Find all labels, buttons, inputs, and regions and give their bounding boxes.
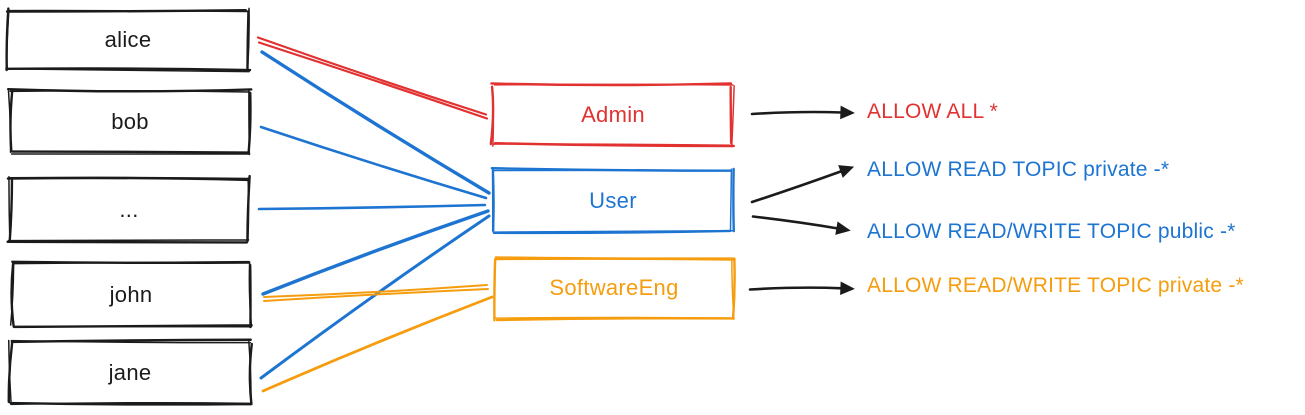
user-label: jane <box>108 359 152 385</box>
user-box-john: john <box>12 263 250 326</box>
sketch-stroke <box>256 36 488 116</box>
sketch-stroke <box>491 83 735 148</box>
sketch-stroke <box>259 214 491 380</box>
sketch-stroke <box>493 256 736 320</box>
permission-text-allow-all: ALLOW ALL * <box>867 100 998 123</box>
sketch-stroke <box>492 167 733 234</box>
sketch-stroke <box>263 288 489 302</box>
user-label: john <box>109 281 153 307</box>
user-box-alice: alice <box>8 10 248 70</box>
sketch-stroke <box>7 176 250 243</box>
sketch-stroke <box>5 7 250 73</box>
sketch-stroke <box>263 284 488 298</box>
sketch-stroke <box>257 41 489 120</box>
user-box-jane: jane <box>10 342 250 403</box>
role-label: User <box>589 188 637 213</box>
arrow <box>750 165 855 204</box>
sketch-stroke <box>261 209 490 296</box>
user-box-bob: bob <box>10 91 250 153</box>
sketch-stroke <box>7 339 252 406</box>
sketch-stroke <box>259 125 488 200</box>
role-box-softwareeng: SoftwareEng <box>495 258 733 318</box>
user-box-ellipsis: ... <box>10 178 248 241</box>
permission-text-read-private: ALLOW READ TOPIC private -* <box>867 158 1170 181</box>
user-label: ... <box>119 196 139 222</box>
sketch-stroke <box>7 89 251 156</box>
sketch-stroke <box>257 203 487 211</box>
arrow <box>751 215 851 235</box>
permission-text-readwrite-private: ALLOW READ/WRITE TOPIC private -* <box>867 274 1244 297</box>
arrow <box>750 105 855 120</box>
role-label: Admin <box>581 102 645 127</box>
role-label: SoftwareEng <box>549 275 679 300</box>
role-box-admin: Admin <box>493 85 733 145</box>
user-label: bob <box>111 109 149 134</box>
sketch-stroke <box>260 50 491 195</box>
sketch-stroke <box>261 295 494 393</box>
permission-text-readwrite-public: ALLOW READ/WRITE TOPIC public -* <box>867 220 1236 243</box>
role-box-user: User <box>494 170 732 232</box>
sketch-stroke <box>9 260 253 328</box>
sketch-stroke <box>7 338 253 406</box>
user-label: alice <box>104 27 152 52</box>
arrow <box>748 281 855 295</box>
